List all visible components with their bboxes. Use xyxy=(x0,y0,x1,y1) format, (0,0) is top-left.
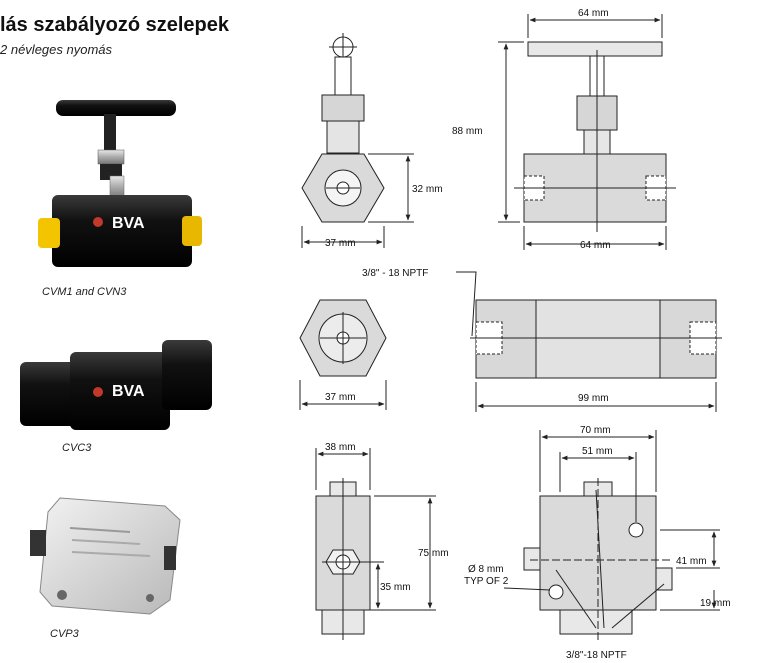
cvc-caption: CVC3 xyxy=(62,442,92,454)
cvm-side-view xyxy=(498,14,676,250)
cvm-brand-label: BVA xyxy=(112,215,145,232)
cvp-dim-41-label: 41 mm xyxy=(676,556,707,567)
cvm-caption: CVM1 and CVN3 xyxy=(42,286,127,298)
cvm-side-top-width-label: 64 mm xyxy=(578,8,609,19)
cvp-dim-70-label: 70 mm xyxy=(580,425,611,436)
cvp-valve-photo xyxy=(30,497,181,615)
cvm-front-width-label: 37 mm xyxy=(325,238,356,249)
cvm-side-body-width-label: 64 mm xyxy=(580,240,611,251)
cvc-brand-label: BVA xyxy=(112,383,145,400)
product-photos: BVA BVA xyxy=(20,100,212,615)
cvp-front-view xyxy=(315,448,436,640)
cvp-front-port-height-label: 35 mm xyxy=(380,582,411,593)
cvc-front-view xyxy=(299,299,387,410)
cvm-valve-photo: BVA xyxy=(38,100,202,267)
cvp-dim-19-label: 19 mm xyxy=(700,598,731,609)
cvm-front-height-label: 32 mm xyxy=(412,184,443,195)
cvm-front-view xyxy=(301,33,414,248)
cvp-thread-label: 3/8"-18 NPTF xyxy=(566,650,627,661)
cvc-thread-label: 3/8" - 18 NPTF xyxy=(362,268,428,279)
cvp-side-view xyxy=(503,430,720,640)
cvm-side-height-label: 88 mm xyxy=(452,126,483,137)
cvp-front-width-label: 38 mm xyxy=(325,442,356,453)
cvp-front-height-label: 75 mm xyxy=(418,548,449,559)
cvc-front-width-label: 37 mm xyxy=(325,392,356,403)
page-title: lás szabályozó szelepek xyxy=(0,14,230,36)
cvc-side-view xyxy=(456,271,722,412)
page-subtitle: 2 névleges nyomás xyxy=(0,42,113,57)
cvc-valve-photo: BVA xyxy=(20,340,212,430)
cvp-hole-dia-label: Ø 8 mm xyxy=(468,564,504,575)
cvp-dim-51-label: 51 mm xyxy=(582,446,613,457)
cvp-hole-note-label: TYP OF 2 xyxy=(464,576,509,587)
cvp-caption: CVP3 xyxy=(50,628,79,640)
cvc-length-label: 99 mm xyxy=(578,393,609,404)
